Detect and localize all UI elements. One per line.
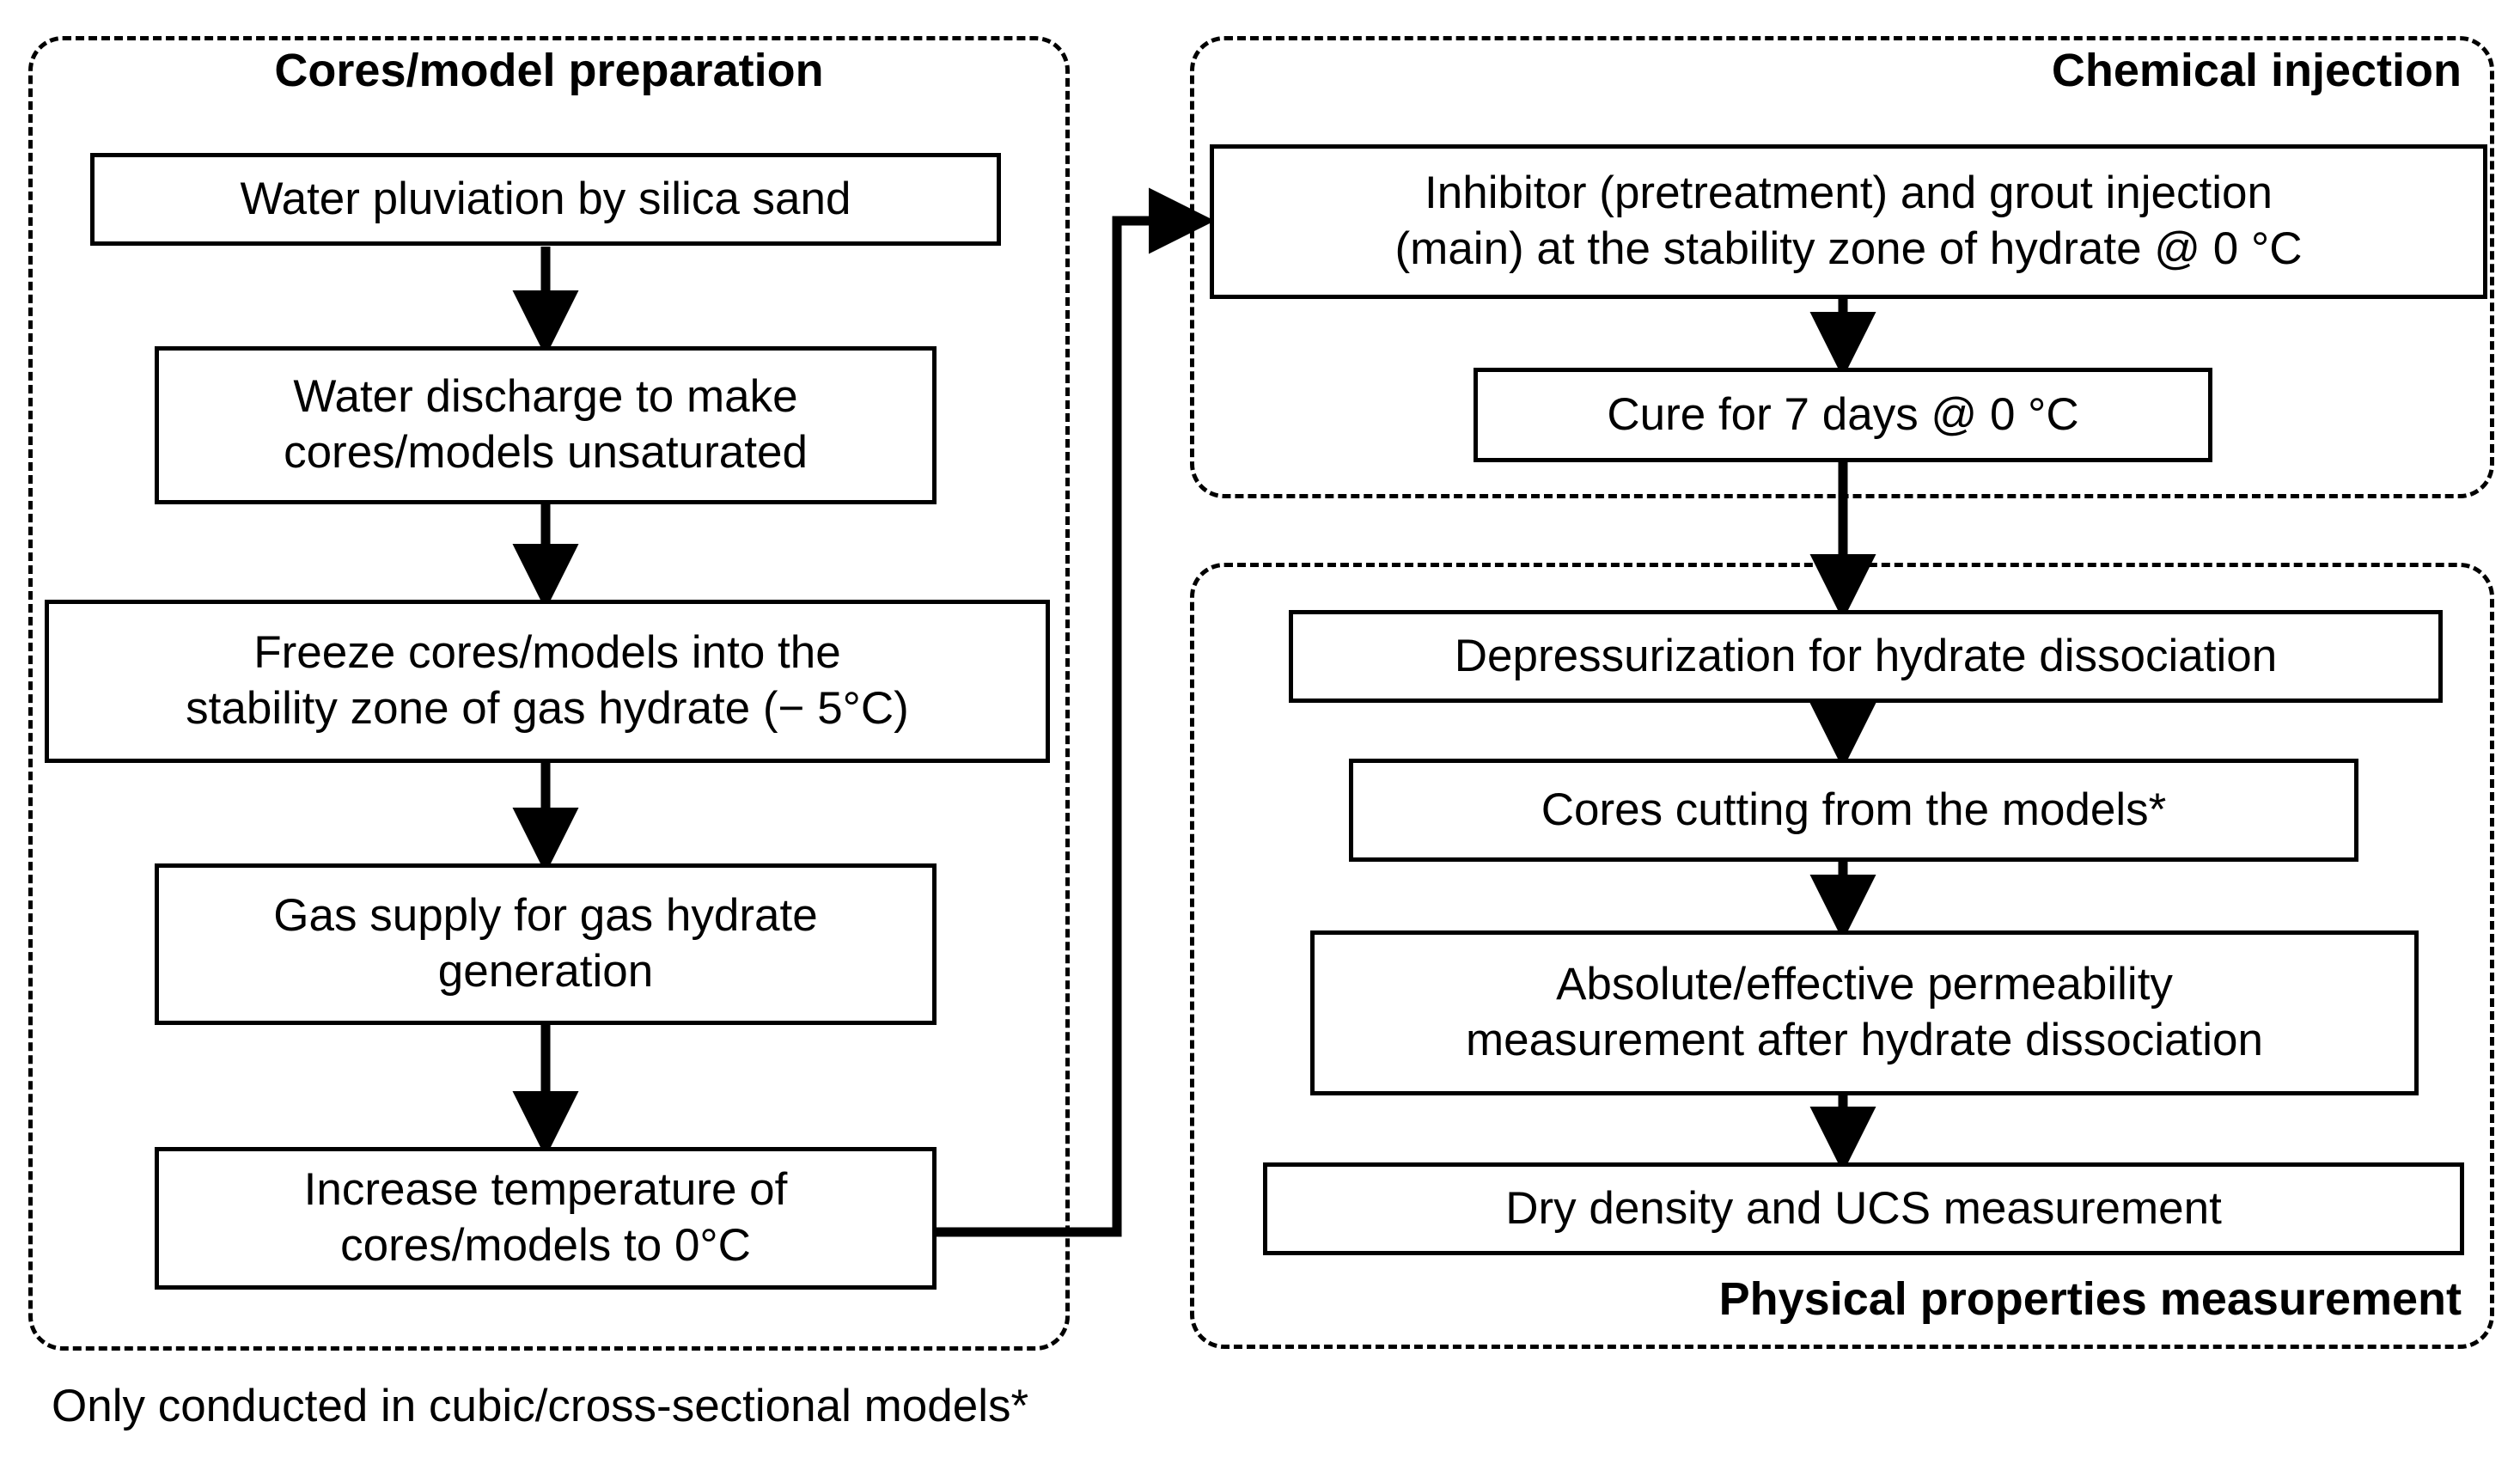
step-cores-cutting: Cores cutting from the models* [1349, 759, 2358, 862]
panel-title-physical-properties-measurement: Physical properties measurement [1718, 1273, 2462, 1325]
step-cure-7-days-label: Cure for 7 days @ 0 °C [1607, 388, 2079, 440]
panel-title-chemical-injection: Chemical injection [2051, 45, 2462, 96]
step-dry-density-ucs-label: Dry density and UCS measurement [1505, 1182, 2222, 1234]
step-depressurization-label: Depressurization for hydrate dissociatio… [1454, 630, 2278, 681]
step-cure-7-days: Cure for 7 days @ 0 °C [1474, 368, 2212, 462]
panel-title-cores-model-preparation: Cores/model preparation [274, 45, 824, 96]
panel-chemical-injection [1190, 36, 2494, 498]
panel-physical-properties-measurement [1190, 563, 2494, 1349]
step-cores-cutting-label: Cores cutting from the models* [1541, 784, 2167, 835]
panel-cores-model-preparation [28, 36, 1070, 1351]
footnote-cubic-cross-sectional: Only conducted in cubic/cross-sectional … [52, 1381, 1029, 1431]
arrow-increase-temp-to-inhibitor [937, 187, 1216, 1237]
step-water-pluviation-label: Water pluviation by silica sand [240, 173, 851, 224]
step-depressurization: Depressurization for hydrate dissociatio… [1289, 610, 2443, 703]
step-water-pluviation: Water pluviation by silica sand [90, 153, 1001, 246]
step-dry-density-ucs: Dry density and UCS measurement [1263, 1162, 2464, 1255]
step-inhibitor-grout-injection: Inhibitor (pretreatment) and grout injec… [1210, 144, 2487, 299]
step-inhibitor-grout-injection-label: Inhibitor (pretreatment) and grout injec… [1394, 168, 2303, 274]
